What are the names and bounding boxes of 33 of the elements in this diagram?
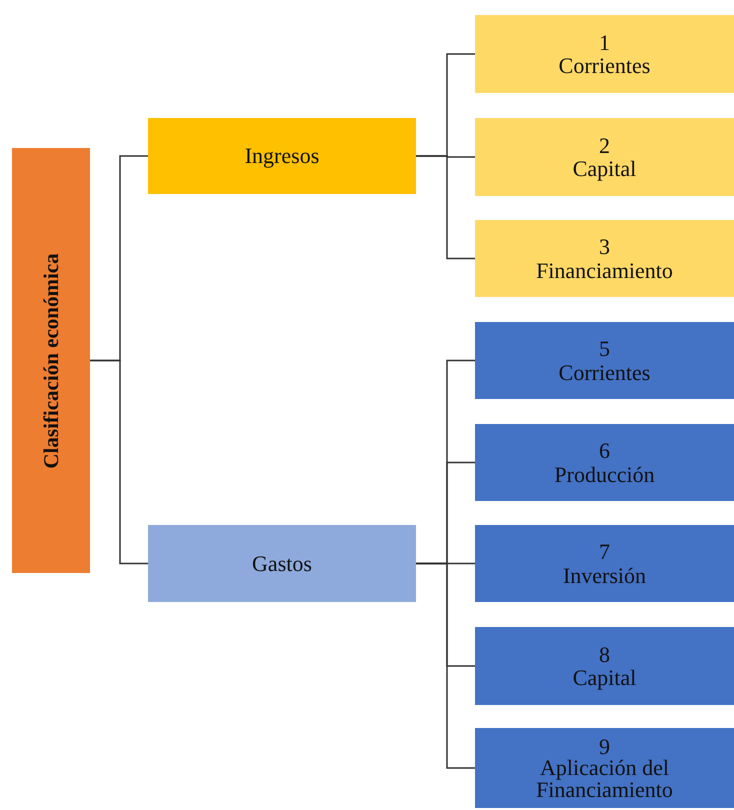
code-number: 1: [599, 30, 610, 54]
box-label: Corrientes: [558, 360, 650, 384]
box-label: Producción: [554, 462, 655, 486]
code-number: 7: [599, 540, 610, 564]
code-number: 5: [599, 337, 610, 360]
category-box: [12, 148, 90, 573]
connector-line: [416, 562, 475, 769]
code-number: 9: [599, 736, 610, 758]
box-label: Ingresos: [244, 144, 320, 168]
box-label: Corrientes: [558, 54, 650, 78]
box-label: Clasificación económica: [40, 252, 62, 468]
code-number: 8: [599, 642, 610, 666]
box-label: Financiamiento: [536, 258, 673, 282]
connector-line: [416, 155, 475, 260]
item-box: [475, 15, 734, 93]
item-box: [475, 220, 734, 297]
box-label: Aplicación del Financiamiento: [535, 757, 674, 800]
item-box: [475, 525, 734, 602]
box-label: Capital: [572, 157, 636, 180]
code-number: 3: [599, 235, 610, 258]
code-number: 2: [599, 134, 610, 157]
group-box: [148, 118, 416, 194]
group-box: [148, 525, 416, 602]
item-box: [475, 322, 734, 399]
item-box: [475, 118, 734, 196]
connector-line: [90, 360, 148, 564]
item-box: [475, 627, 734, 705]
box-label: Capital: [572, 666, 636, 690]
box-label: Inversión: [562, 564, 646, 587]
item-box: [475, 424, 734, 501]
box-label: Gastos: [252, 552, 312, 576]
code-number: 6: [599, 439, 610, 462]
item-box: [475, 728, 734, 808]
